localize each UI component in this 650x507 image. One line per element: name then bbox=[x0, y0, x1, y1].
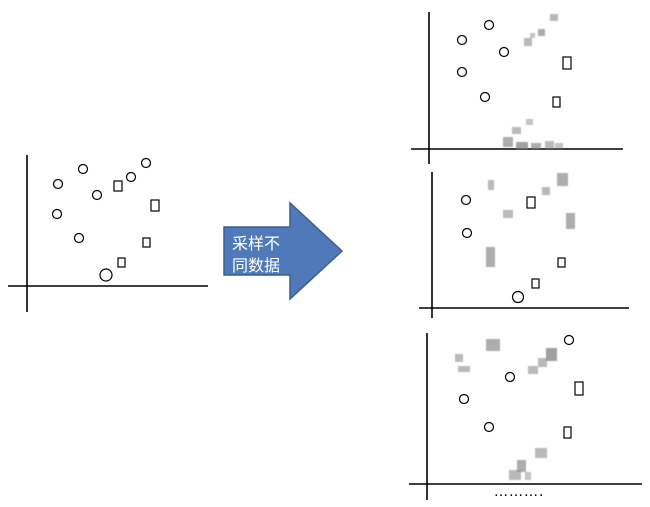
blurred-points bbox=[486, 173, 575, 267]
circle-point bbox=[483, 421, 495, 433]
circle-point bbox=[456, 34, 468, 46]
circle-point bbox=[461, 227, 473, 239]
sample-plot-1 bbox=[411, 12, 623, 164]
circle-point bbox=[73, 232, 85, 244]
blurred-points bbox=[503, 14, 563, 149]
circle-point bbox=[91, 189, 103, 201]
blurred-points bbox=[455, 339, 557, 480]
square-point bbox=[563, 426, 572, 439]
circle-point bbox=[51, 208, 63, 220]
circle-point bbox=[460, 194, 472, 206]
arrow-label: 采样不 同数据 bbox=[232, 233, 306, 277]
arrow-label-line-2: 同数据 bbox=[232, 256, 281, 275]
more-samples-ellipsis: ………. bbox=[494, 484, 545, 500]
circle-point bbox=[125, 171, 137, 183]
square-point bbox=[552, 96, 561, 108]
square-point bbox=[150, 199, 160, 212]
arrow-label-line-1: 采样不 bbox=[232, 234, 281, 253]
circle-point bbox=[504, 371, 516, 383]
square-point bbox=[562, 56, 572, 70]
sample-plot-2 bbox=[419, 172, 629, 318]
circle-point bbox=[483, 19, 495, 31]
circle-point bbox=[498, 46, 510, 58]
circle-point bbox=[511, 290, 525, 304]
square-point bbox=[113, 180, 123, 192]
circle-point bbox=[52, 178, 64, 190]
original-dataset-plot bbox=[8, 155, 208, 312]
circle-point bbox=[99, 268, 113, 282]
circle-point bbox=[77, 163, 89, 175]
square-point bbox=[557, 257, 566, 268]
sampling-arrow bbox=[223, 201, 344, 301]
circle-point bbox=[563, 334, 575, 346]
circle-point bbox=[479, 91, 491, 103]
square-point bbox=[531, 278, 540, 289]
square-point bbox=[526, 196, 536, 209]
square-point bbox=[117, 257, 126, 268]
circle-point bbox=[458, 393, 470, 405]
sample-plot-3 bbox=[409, 333, 642, 500]
circle-point bbox=[140, 157, 152, 169]
square-point bbox=[142, 237, 151, 248]
square-point bbox=[574, 381, 584, 396]
circle-point bbox=[456, 66, 468, 78]
